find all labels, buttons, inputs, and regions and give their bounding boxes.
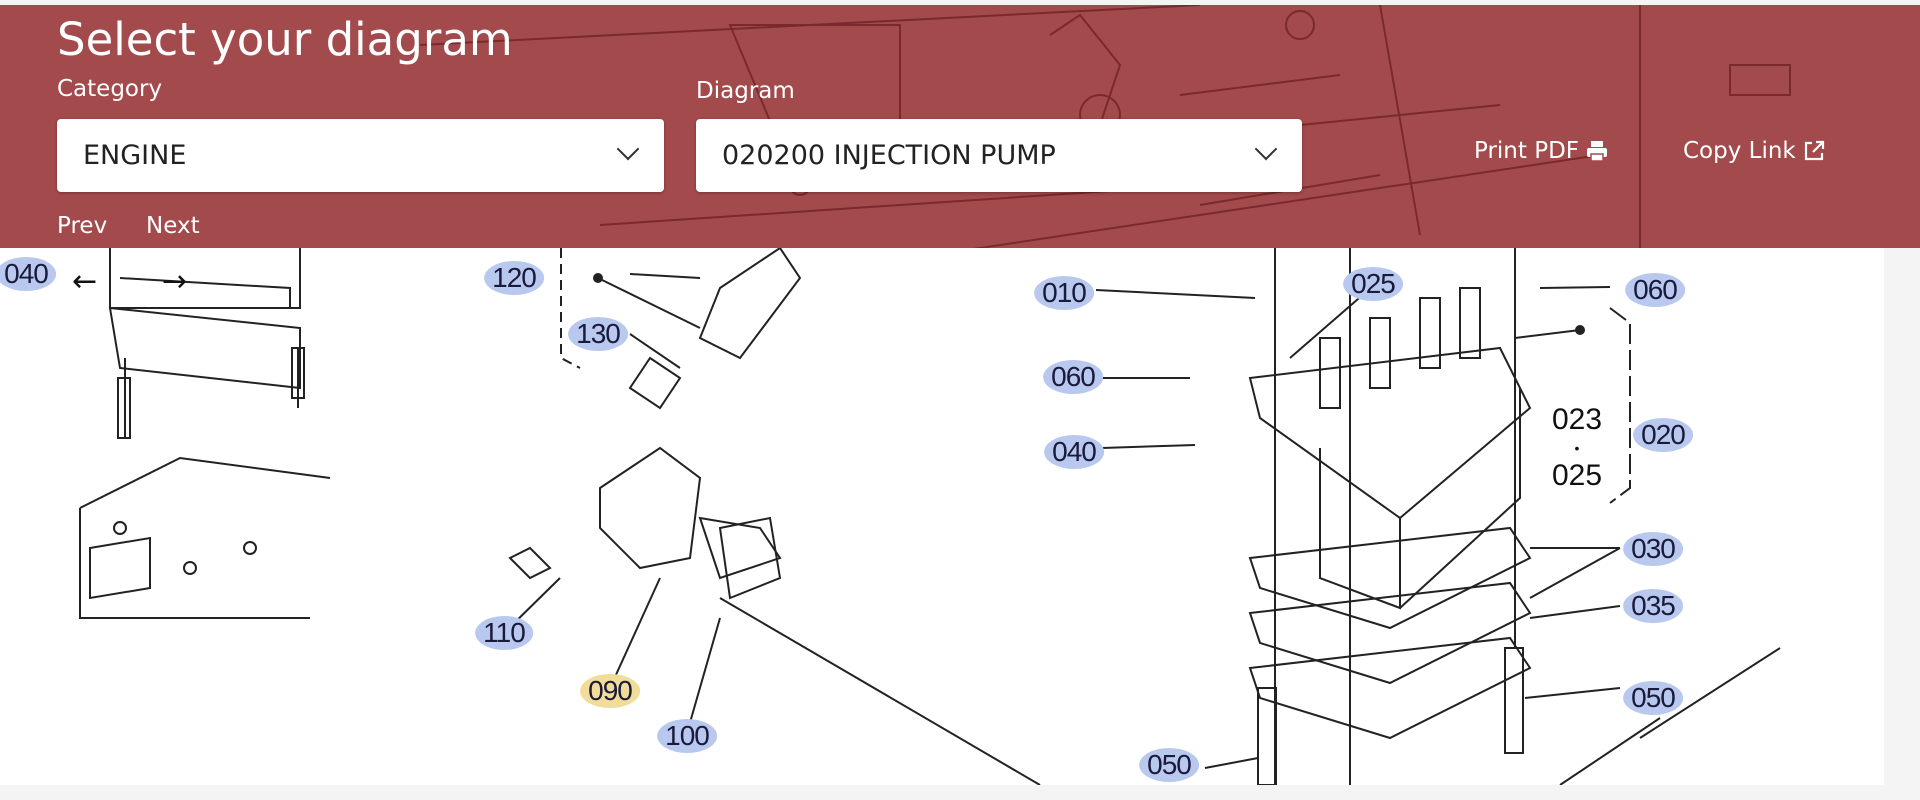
- diagram-drawing: [79, 248, 1781, 785]
- prev-arrow-icon[interactable]: ←: [72, 264, 98, 299]
- print-pdf-button[interactable]: Print PDF: [1474, 138, 1609, 164]
- callout-050-right[interactable]: 050: [1623, 681, 1683, 715]
- next-button[interactable]: Next: [146, 213, 200, 239]
- callout-035[interactable]: 035: [1623, 589, 1683, 623]
- callout-120[interactable]: 120: [484, 261, 544, 295]
- printer-icon: [1587, 141, 1608, 162]
- callout-110[interactable]: 110: [475, 616, 533, 650]
- note-dot: •: [1574, 440, 1580, 456]
- callout-040[interactable]: 040: [1044, 435, 1104, 469]
- chevron-down-icon: [616, 137, 640, 161]
- callout-020[interactable]: 020: [1633, 418, 1693, 452]
- callout-090-selected[interactable]: 090: [580, 674, 640, 708]
- callout-100[interactable]: 100: [657, 719, 717, 753]
- callout-030[interactable]: 030: [1623, 532, 1683, 566]
- external-link-icon: [1804, 140, 1824, 161]
- callout-130[interactable]: 130: [568, 317, 628, 351]
- note-023: 023: [1551, 403, 1603, 436]
- callout-025[interactable]: 025: [1343, 267, 1403, 301]
- diagram-select-value: 020200 INJECTION PUMP: [722, 140, 1056, 171]
- note-025: 025: [1551, 459, 1603, 492]
- prev-button[interactable]: Prev: [57, 213, 108, 239]
- copy-link-label: Copy Link: [1683, 138, 1796, 164]
- diagram-selector-header: Select your diagram Category Diagram ENG…: [0, 5, 1920, 248]
- background-schematic-art: [419, 5, 1791, 248]
- callout-040-left[interactable]: 040: [0, 257, 56, 291]
- callout-010[interactable]: 010: [1034, 276, 1094, 310]
- callout-060-top[interactable]: 060: [1625, 273, 1685, 307]
- diagram-label: Diagram: [696, 78, 795, 104]
- category-select[interactable]: ENGINE: [57, 119, 664, 192]
- print-pdf-label: Print PDF: [1474, 138, 1580, 164]
- category-label: Category: [57, 76, 163, 102]
- callout-050-left[interactable]: 050: [1139, 748, 1199, 782]
- callout-060-left[interactable]: 060: [1043, 360, 1103, 394]
- category-select-value: ENGINE: [83, 140, 187, 171]
- parts-diagram: 040 120 130 110 090 100 010 025 060 060 …: [0, 248, 1884, 785]
- chevron-down-icon: [1254, 137, 1278, 161]
- diagram-select[interactable]: 020200 INJECTION PUMP: [696, 119, 1302, 192]
- next-arrow-icon[interactable]: →: [162, 264, 188, 299]
- page-title: Select your diagram: [57, 13, 513, 66]
- copy-link-button[interactable]: Copy Link: [1683, 138, 1826, 164]
